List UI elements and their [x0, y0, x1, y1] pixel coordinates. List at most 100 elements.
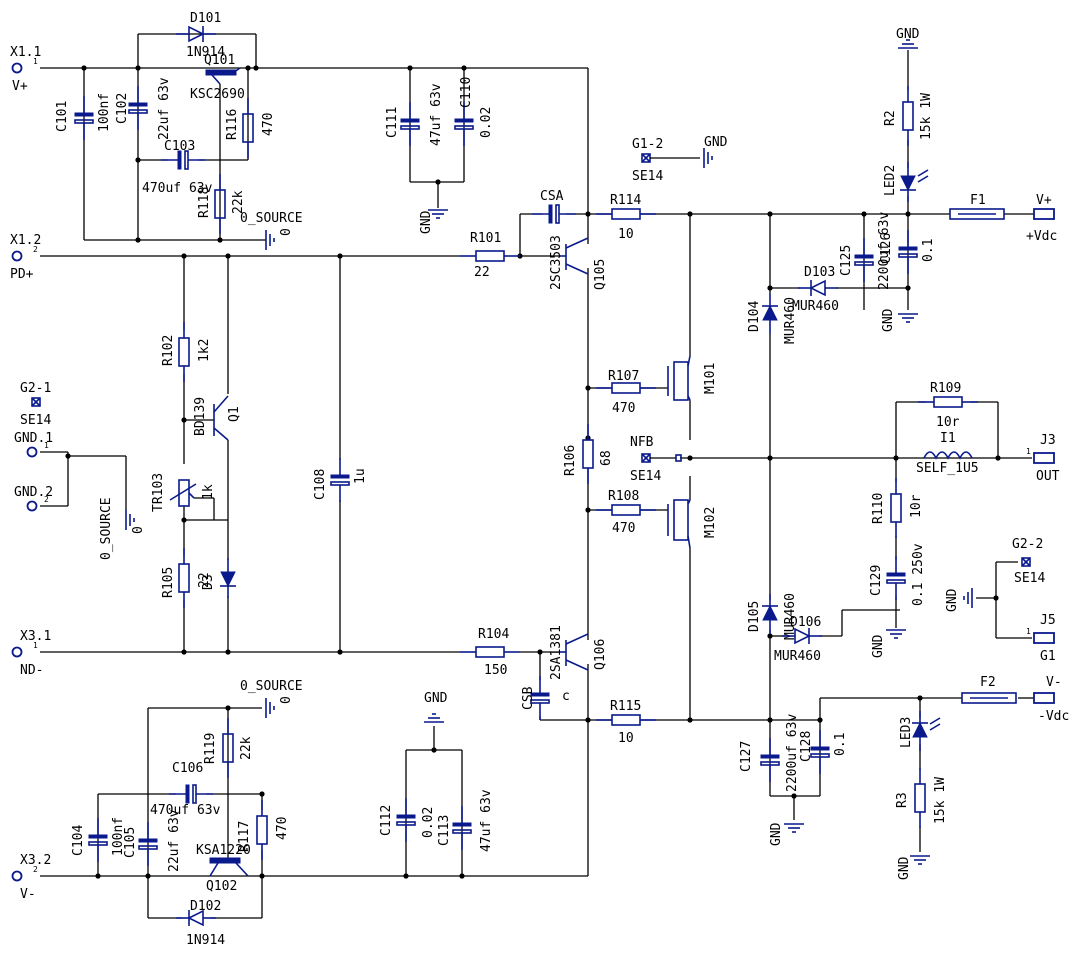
testpoint-nfb[interactable]: NFB SE14: [630, 435, 682, 484]
capacitor-c103: C103 470uf 63v: [142, 139, 213, 196]
capacitor-c111: C111 47uf 63v: [385, 83, 444, 147]
svg-text:1k2: 1k2: [197, 339, 212, 362]
svg-text:470uf 63v: 470uf 63v: [150, 803, 221, 818]
svg-text:150: 150: [484, 663, 507, 678]
connector-j3[interactable]: J3 OUT 1: [1026, 433, 1060, 484]
terminal-vplus[interactable]: V+ +Vdc: [1026, 193, 1057, 244]
svg-text:C108: C108: [313, 469, 328, 500]
svg-text:1: 1: [44, 441, 49, 450]
resistor-r118: R118 22k: [197, 173, 246, 235]
svg-text:D102: D102: [190, 899, 221, 914]
svg-text:SE14: SE14: [632, 169, 663, 184]
capacitor-c129: C129 0.1 250v: [869, 543, 926, 606]
svg-text:GND: GND: [419, 210, 434, 234]
resistor-r107: R107 470: [595, 369, 657, 416]
ground-0-source-top: 0_SOURCE 0: [240, 211, 303, 251]
svg-text:10r: 10r: [936, 415, 960, 430]
svg-text:R118: R118: [197, 187, 212, 218]
svg-text:X3.1: X3.1: [20, 629, 51, 644]
connector-x1-2[interactable]: X1.2 PD+ 2: [10, 233, 41, 282]
svg-text:SELF_1U5: SELF_1U5: [916, 461, 979, 476]
svg-text:GND.2: GND.2: [14, 485, 53, 500]
svg-text:0.1: 0.1: [921, 239, 936, 262]
capacitor-c104: C104 100nf: [71, 817, 126, 863]
svg-text:C129: C129: [869, 565, 884, 596]
ground-r3: GND: [897, 855, 931, 880]
svg-text:2: 2: [33, 245, 38, 254]
svg-text:GND: GND: [945, 588, 960, 612]
svg-text:GND: GND: [896, 27, 920, 42]
led-led3: LED3: [899, 710, 941, 752]
connector-x3-1[interactable]: X3.1 ND- 1: [11, 629, 52, 678]
svg-text:C106: C106: [172, 761, 203, 776]
svg-text:22uf 63v: 22uf 63v: [157, 77, 172, 140]
connector-x1-1[interactable]: X1.1 V+ 1: [10, 45, 41, 94]
resistor-r102: R102 1k2: [161, 321, 212, 383]
svg-text:1: 1: [1026, 627, 1031, 636]
svg-text:100nf: 100nf: [97, 93, 112, 132]
ground-c127: GND: [769, 822, 805, 846]
terminal-vminus[interactable]: V- -Vdc: [1033, 675, 1069, 724]
svg-text:0: 0: [131, 526, 146, 534]
ground-c112: GND: [423, 691, 448, 723]
svg-text:X1.2: X1.2: [10, 233, 41, 248]
capacitor-c112: C112 0.02: [379, 797, 436, 843]
svg-text:C128: C128: [799, 731, 814, 762]
capacitor-c108: C108 1u: [313, 457, 368, 503]
svg-text:SE14: SE14: [630, 469, 661, 484]
diode-d106: D106 MUR460: [774, 615, 823, 664]
svg-text:F2: F2: [980, 675, 996, 690]
diode-d104: D104 MUR460: [747, 293, 798, 344]
trimmer-tr103[interactable]: TR103 1k: [151, 473, 216, 512]
svg-text:SE14: SE14: [1014, 571, 1045, 586]
svg-text:MUR460: MUR460: [792, 299, 839, 314]
svg-text:1u: 1u: [353, 468, 368, 484]
svg-text:C127: C127: [739, 741, 754, 772]
svg-text:V-: V-: [20, 887, 36, 902]
resistor-r117: R117 470: [237, 799, 290, 861]
connector-gnd-2[interactable]: GND.2 2: [14, 485, 53, 512]
svg-text:GND.1: GND.1: [14, 431, 53, 446]
resistor-r114: R114 10: [595, 193, 657, 242]
svg-text:R2: R2: [883, 110, 898, 126]
ground-j5: GND: [945, 587, 973, 612]
ground-r2: GND: [896, 27, 920, 49]
capacitor-c113: C113 47uf 63v: [437, 789, 494, 852]
transistor-q1: BD139 Q1: [193, 395, 242, 441]
svg-text:D103: D103: [804, 265, 835, 280]
resistor-r110: R110 10r: [871, 477, 924, 539]
connector-j5[interactable]: J5 G1 1: [1026, 613, 1056, 664]
connector-gnd-1[interactable]: GND.1 1: [14, 431, 53, 458]
capacitor-c102: C102 22uf 63v: [115, 77, 172, 140]
svg-text:MUR460: MUR460: [774, 649, 821, 664]
testpoint-g2-1[interactable]: G2-1 SE14: [20, 381, 51, 428]
svg-text:R104: R104: [478, 627, 509, 642]
transistor-q102: KSA1220 Q102: [196, 843, 251, 894]
svg-text:D101: D101: [190, 11, 221, 26]
svg-text:R105: R105: [161, 567, 176, 598]
svg-text:R109: R109: [930, 381, 961, 396]
svg-text:0.02: 0.02: [479, 107, 494, 138]
svg-text:Q105: Q105: [593, 259, 608, 290]
svg-text:G2-2: G2-2: [1012, 537, 1043, 552]
capacitor-c101: C101 100nf: [55, 93, 112, 141]
svg-text:GND: GND: [704, 135, 728, 150]
testpoint-g1-2[interactable]: G1-2 SE14 GND: [632, 135, 728, 184]
svg-text:47uf 63v: 47uf 63v: [429, 83, 444, 146]
svg-text:KSC2690: KSC2690: [190, 87, 245, 102]
svg-text:0: 0: [279, 228, 294, 236]
ground-c129: GND: [871, 629, 907, 658]
svg-text:G2-1: G2-1: [20, 381, 51, 396]
connector-x3-2[interactable]: X3.2 V- 2: [11, 853, 52, 902]
svg-text:X3.2: X3.2: [20, 853, 51, 868]
svg-text:C103: C103: [164, 139, 195, 154]
svg-text:47uf 63v: 47uf 63v: [479, 789, 494, 852]
transistor-q106: 2SA1381 Q106: [549, 625, 608, 680]
svg-text:GND: GND: [881, 308, 896, 332]
capacitor-c125: C125 2200uf 63v: [839, 212, 892, 290]
resistor-r115: R115 10: [595, 699, 657, 746]
svg-text:CSA: CSA: [540, 189, 564, 204]
inductor-i1: I1 SELF_1U5: [916, 431, 979, 476]
svg-text:c: c: [562, 689, 570, 704]
testpoint-g2-2[interactable]: G2-2 SE14: [1012, 537, 1045, 586]
